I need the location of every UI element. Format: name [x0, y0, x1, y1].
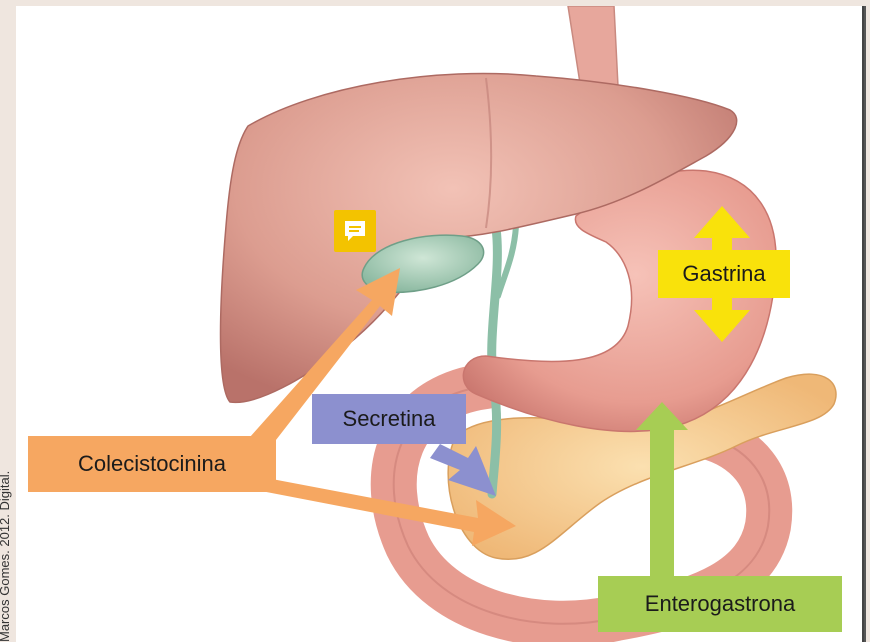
label-secretina: Secretina	[312, 394, 466, 444]
label-colecistocinina: Colecistocinina	[28, 436, 276, 492]
note-comment-icon[interactable]	[334, 210, 376, 252]
anatomy-illustration	[16, 6, 862, 642]
image-credit: Marcos Gomes. 2012. Digital.	[0, 471, 12, 642]
enterogastrona-arrow	[636, 402, 688, 576]
label-enterogastrona: Enterogastrona	[598, 576, 842, 632]
illustration-panel	[16, 6, 862, 642]
speech-bubble-glyph	[342, 218, 368, 244]
label-gastrina: Gastrina	[658, 250, 790, 298]
